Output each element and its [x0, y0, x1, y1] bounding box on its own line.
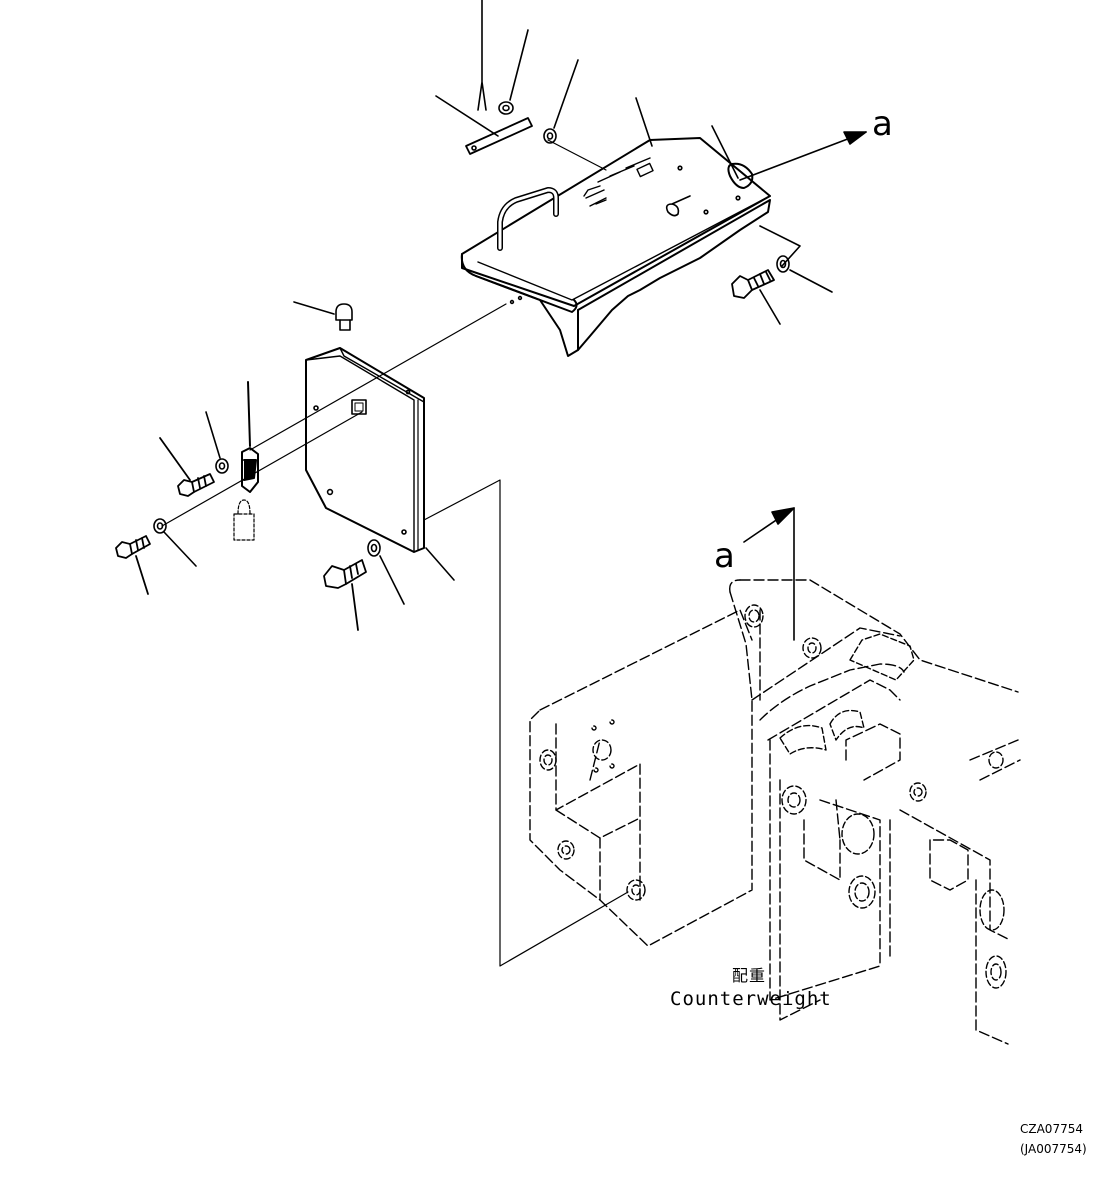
padlock [233, 499, 255, 541]
lid-latch [727, 162, 754, 189]
washer [498, 101, 514, 115]
counterweight-holes [539, 604, 1007, 989]
washer [543, 128, 557, 144]
lid-vents [583, 157, 654, 207]
bolt [731, 269, 775, 299]
cover-plate-assembly [115, 301, 629, 967]
drawing-code-alt: (JA007754) [1020, 1142, 1087, 1156]
catch-block [351, 399, 367, 415]
counterweight-label-en: Counterweight [670, 988, 832, 1010]
hinge-rod [465, 117, 533, 155]
view-arrow-a-target [743, 507, 795, 641]
view-reference-label: a [872, 104, 893, 144]
counterweight-frame [529, 579, 1021, 1045]
toolbox-lid [461, 137, 771, 307]
cover-plate [305, 347, 425, 553]
bolt [159, 437, 215, 497]
bolt [115, 535, 151, 595]
bolt [323, 559, 367, 631]
washer [776, 255, 790, 273]
washer [367, 539, 381, 557]
toolbox-assembly [460, 137, 771, 357]
view-reference-label: a [714, 536, 735, 576]
toolbox-handle [497, 187, 559, 251]
washer [153, 518, 167, 534]
screw [293, 301, 353, 331]
toolbox-body [475, 199, 771, 357]
counterweight-label-ja: 配重 [732, 966, 767, 985]
view-arrow-a [739, 131, 867, 181]
drawing-code: CZA07754 [1020, 1122, 1083, 1136]
washer [215, 458, 229, 474]
hasp [241, 381, 259, 493]
pin [477, 0, 487, 111]
toolbox-fasteners [435, 0, 867, 325]
